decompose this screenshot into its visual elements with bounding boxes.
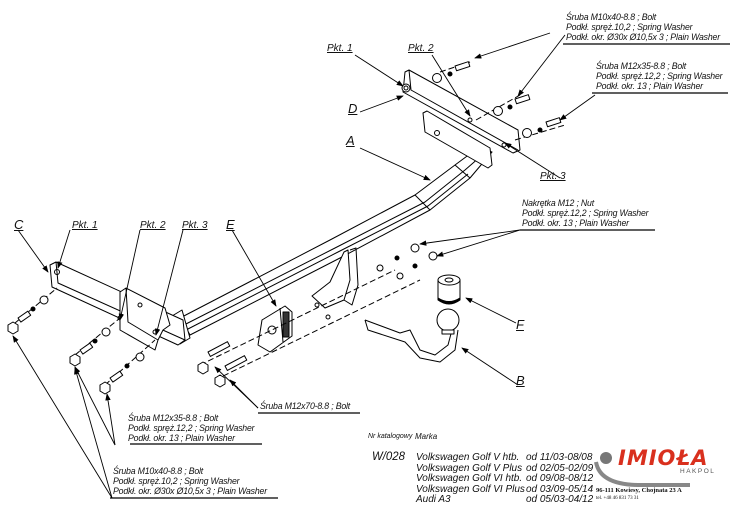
callout-bottom-m10: Śruba M10x40-8.8 ; Bolt Podkł. spręż.10,…: [113, 467, 267, 497]
tow-ball-B: [364, 308, 460, 363]
label-A: A: [346, 133, 355, 148]
label-F: F: [516, 317, 524, 332]
callout-line: Nakrętka M12 ; Nut: [522, 198, 594, 209]
callout-line: Podkł. spręż.10,2 ; Spring Washer: [113, 476, 240, 487]
vehicle-models: Volkswagen Golf V htb. Volkswagen Golf V…: [416, 452, 525, 505]
callout-line: Podkł. spręż.10,2 ; Spring Washer: [566, 22, 693, 33]
callout-bottom-m12: Śruba M12x35-8.8 ; Bolt Podkł. spręż.12,…: [128, 413, 255, 444]
model-cell: Volkswagen Golf V htb.: [416, 451, 520, 463]
bracket-D: [401, 69, 521, 154]
callout-line: Podkł. spręż.12,2 ; Spring Washer: [596, 71, 723, 82]
top-pkt-1: Pkt. 1: [327, 43, 353, 54]
fasteners-top-right: [432, 61, 562, 138]
crossbar-A: [171, 147, 493, 345]
label-B: B: [516, 373, 525, 388]
logo-hook-icon: [594, 452, 690, 487]
bracket-plate-right: [422, 110, 493, 169]
callout-top-m10: Śruba M10x40-8.8 ; Bolt Podkł. spręż.10,…: [566, 13, 720, 43]
catalog-number: W/028: [372, 449, 405, 463]
underlines: [110, 43, 730, 499]
callout-line: Podkł. okr. 13 ; Plain Washer: [596, 81, 703, 92]
company-address: 96-111 Kowiesy, Chojnata 23 A: [596, 487, 682, 494]
vehicle-dates: od 11/03-08/08 od 02/05-02/09 od 09/08-0…: [526, 452, 593, 505]
company-sub: HAKPOL: [680, 468, 716, 475]
callout-line: Podkł. okr. Ø30x Ø10,5x 3 ; Plain Washer: [113, 486, 267, 497]
ball-cap-F: [437, 274, 461, 305]
fasteners-left: [7, 295, 248, 395]
callout-line: Śruba M12x35-8.8 ; Bolt: [596, 61, 687, 72]
callout-nut: Nakrętka M12 ; Nut Podkł. spręż.12,2 ; S…: [522, 198, 649, 229]
company-logo: IMIOŁA: [618, 446, 709, 470]
model-cell: Volkswagen Golf V Plus: [416, 461, 523, 474]
callout-line: Podkł. okr. 13 ; Plain Washer: [128, 433, 235, 444]
bracket-plate-left: [119, 287, 171, 351]
top-pkt-3: Pkt. 3: [540, 171, 566, 182]
leader-lines: [12, 32, 596, 499]
date-cell: od 11/03-08/08: [526, 451, 593, 463]
company-phone: tel. +48 46 831 73 31: [596, 496, 639, 501]
left-pkt-1: Pkt. 1: [72, 220, 98, 231]
date-cell: od 02/05-02/09: [526, 461, 594, 474]
date-cell: od 09/08-08/12: [526, 472, 594, 484]
hook-mount-bracket: [311, 247, 359, 320]
label-D: D: [348, 101, 358, 116]
callout-line: Podkł. spręż.12,2 ; Spring Washer: [522, 208, 649, 219]
model-cell: Volkswagen Golf VI htb.: [416, 472, 523, 484]
brand-header: Marka: [415, 432, 438, 441]
callout-line: Podkł. spręż.12,2 ; Spring Washer: [128, 423, 255, 434]
date-cell: od 05/03-04/12: [526, 493, 594, 505]
left-pkt-3: Pkt. 3: [182, 220, 208, 231]
callout-line: Śruba M10x40-8.8 ; Bolt: [113, 466, 204, 477]
top-pkt-2: Pkt. 2: [408, 43, 434, 54]
catalog-header: Nr katalogowy: [368, 433, 413, 440]
label-C: C: [14, 217, 24, 232]
left-pkt-2: Pkt. 2: [140, 220, 166, 231]
bracket-C: [49, 261, 186, 346]
callout-line: Śruba M12x35-8.8 ; Bolt: [128, 413, 219, 424]
callout-line: Podkł. okr. 13 ; Plain Washer: [522, 218, 629, 229]
model-cell: Audi A3: [416, 493, 451, 505]
callout-line: Podkł. okr. Ø30x Ø10,5x 3 ; Plain Washer: [566, 32, 720, 43]
model-cell: Volkswagen Golf VI Plus: [416, 482, 525, 495]
date-cell: od 03/09-05/14: [526, 482, 594, 495]
fasteners-nuts: [376, 243, 438, 280]
label-E: E: [226, 217, 235, 232]
callout-m12x70: Śruba M12x70-8.8 ; Bolt: [260, 401, 351, 412]
callout-top-m12: Śruba M12x35-8.8 ; Bolt Podkł. spręż.12,…: [596, 61, 723, 92]
callout-line: Śruba M10x40-8.8 ; Bolt: [566, 12, 657, 23]
